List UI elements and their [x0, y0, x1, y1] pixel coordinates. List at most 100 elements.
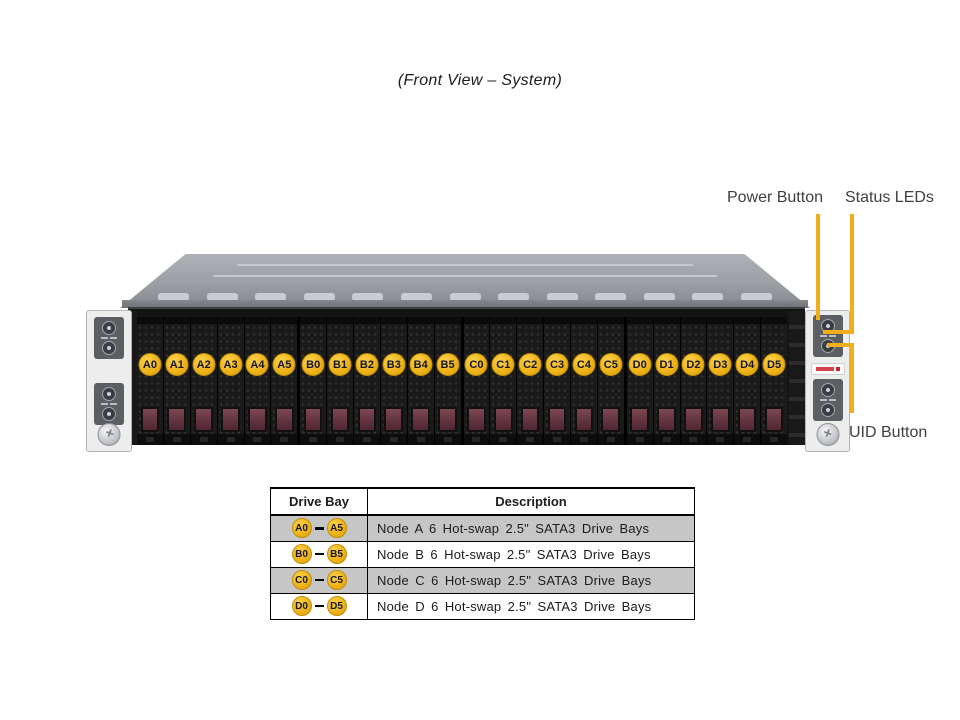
drive-tray-top: [463, 317, 490, 324]
figure-title: (Front View – System): [397, 72, 563, 89]
drive-tray-top: [327, 317, 353, 324]
lid-vent-slot: [449, 293, 481, 301]
drive-tray-top: [434, 317, 461, 324]
column-header-description: Description: [367, 487, 695, 516]
status-leds-icon: [819, 399, 836, 401]
drive-bay-label: D3: [708, 353, 732, 376]
drive-tray-handle: [434, 434, 461, 445]
description-cell: Node D 6 Hot-swap 2.5" SATA3 Drive Bays: [367, 592, 695, 620]
status-leds-callout-line: [823, 330, 854, 334]
drive-bay: C1: [489, 317, 517, 445]
drive-tray-latch: [737, 407, 757, 432]
drive-tray-latch: [274, 407, 294, 432]
chassis-front-lip: [122, 300, 808, 308]
drive-tray-handle: [680, 434, 707, 445]
drive-tray-handle: [490, 434, 517, 445]
drive-tray-latch: [520, 407, 540, 432]
drive-tray-handle: [707, 434, 734, 445]
drive-tray-top: [137, 317, 163, 324]
power-button-icon: [102, 387, 116, 401]
drive-tray-handle: [354, 434, 380, 445]
drive-bay: A1: [162, 317, 190, 445]
range-dash-icon: [314, 552, 324, 556]
drive-bay-badge: A0: [291, 518, 312, 539]
lid-vent-slot: [303, 293, 335, 301]
uid-button-icon: [102, 341, 116, 355]
drive-bay: A3: [216, 317, 244, 445]
left-top-button-group: [94, 317, 124, 359]
drive-tray-handle: [597, 434, 624, 445]
thumbscrew-icon: +: [816, 423, 839, 446]
drive-bay-badge: D0: [291, 596, 312, 616]
table-header-row: Drive Bay Description: [270, 487, 695, 516]
description-cell: Node A 6 Hot-swap 2.5" SATA3 Drive Bays: [367, 514, 695, 542]
drive-tray-latch: [330, 407, 350, 432]
drive-tray-top: [190, 317, 217, 324]
drive-bay: C5: [596, 317, 624, 445]
drive-tray-handle: [271, 434, 298, 445]
lid-vent-slot: [498, 293, 530, 301]
lid-vent-slot: [595, 293, 627, 301]
drive-tray-latch: [574, 407, 594, 432]
status-leds-icon: [101, 337, 117, 339]
drive-tray-latch: [194, 407, 213, 432]
drive-bay: B0: [297, 317, 327, 445]
status-leds-label: Status LEDs: [845, 189, 934, 206]
drive-bay-label: C4: [572, 353, 596, 376]
drive-tray-top: [217, 317, 244, 324]
drive-tray-handle: [217, 434, 244, 445]
uid-button-label: UID Button: [849, 424, 928, 441]
drive-tray-handle: [380, 434, 407, 445]
drive-bay-label: A0: [138, 353, 162, 376]
drive-bay-range-cell: D0 D5: [270, 592, 368, 620]
drive-bay: B3: [379, 317, 407, 445]
uid-button-icon: [102, 407, 116, 421]
drive-tray-latch: [357, 407, 377, 432]
drive-bay: B1: [326, 317, 353, 445]
status-leds-callout-line: [850, 214, 854, 334]
lid-vent-slot: [400, 293, 432, 301]
chassis-lid: [120, 254, 810, 308]
drive-tray-latch: [710, 407, 730, 432]
drive-bay-label: B3: [382, 353, 406, 376]
drive-tray-top: [244, 317, 271, 324]
drive-bay: D3: [706, 317, 734, 445]
drive-tray-top: [680, 317, 707, 324]
lid-crease: [213, 275, 717, 277]
brand-label: [810, 363, 845, 375]
right-bottom-button-group: [812, 379, 843, 421]
drive-bay-label: B1: [328, 353, 352, 376]
drive-bay: B4: [406, 317, 434, 445]
drive-tray-top: [761, 317, 787, 324]
drive-tray-top: [597, 317, 624, 324]
drive-bay-badge: B5: [326, 544, 347, 564]
drive-tray-top: [354, 317, 380, 324]
drive-bay-label: B2: [355, 353, 379, 376]
drive-tray-latch: [303, 407, 323, 432]
drive-tray-handle: [327, 434, 353, 445]
drive-bay-label: C3: [545, 353, 569, 376]
drive-tray-top: [571, 317, 597, 324]
drive-tray-top: [490, 317, 517, 324]
drive-tray-top: [517, 317, 544, 324]
status-leds-icon: [819, 335, 836, 337]
drive-tray-top: [734, 317, 761, 324]
power-button-label: Power Button: [726, 189, 823, 206]
drive-bay-label: A5: [272, 353, 296, 376]
power-button-callout-line: [816, 214, 820, 320]
drive-bay-badge: B0: [291, 544, 312, 564]
drive-bay-label: D4: [735, 353, 759, 376]
drive-bay-badge: D5: [326, 596, 347, 616]
drive-tray-top: [653, 317, 680, 324]
uid-button-icon: [820, 403, 835, 417]
range-dash-icon: [314, 527, 324, 530]
lid-crease: [237, 264, 693, 266]
drive-bay-label: D0: [628, 353, 652, 376]
drive-bay-label: B4: [409, 353, 433, 376]
drive-tray-latch: [438, 407, 457, 432]
drive-bay-label: A4: [245, 353, 269, 376]
drive-tray-top: [163, 317, 190, 324]
